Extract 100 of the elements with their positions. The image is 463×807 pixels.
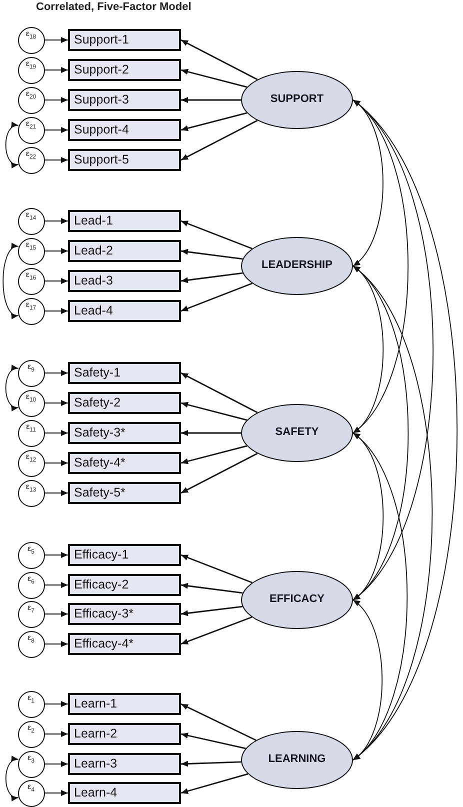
indicator-label: Safety-5* xyxy=(74,486,126,500)
indicator-box xyxy=(68,29,181,51)
double-headed-curved-arrow xyxy=(352,100,458,760)
arrow xyxy=(44,370,68,376)
indicator-box xyxy=(68,693,181,715)
error-circle xyxy=(18,146,44,174)
indicator-box xyxy=(68,59,181,81)
arrow xyxy=(181,97,241,103)
error-term-label: ε$_{1}$ xyxy=(28,694,34,704)
arrow xyxy=(180,703,256,741)
error-circle xyxy=(18,56,44,84)
arrow xyxy=(180,112,248,132)
indicator-label: Lead-2 xyxy=(74,244,113,258)
double-headed-curved-arrow xyxy=(352,432,384,600)
double-headed-curved-arrow xyxy=(352,100,408,434)
indicator-label: Lead-1 xyxy=(74,214,113,228)
arrow xyxy=(44,218,68,224)
error-circle xyxy=(18,630,44,658)
indicator-label: Support-3 xyxy=(74,93,129,107)
arrow xyxy=(180,68,248,88)
indicator-box xyxy=(68,270,181,292)
arrow xyxy=(180,606,243,616)
indicator-label: Support-1 xyxy=(74,33,129,47)
arrow xyxy=(180,39,258,80)
indicator-label: Safety-1 xyxy=(74,366,121,380)
error-circle xyxy=(18,600,44,628)
error-circle xyxy=(18,450,44,476)
error-circle xyxy=(18,390,44,416)
arrow xyxy=(44,582,68,588)
indicator-box xyxy=(68,240,181,262)
arrow xyxy=(44,430,68,436)
arrow xyxy=(180,402,248,421)
arrow xyxy=(44,127,68,133)
arrow xyxy=(180,760,242,767)
indicator-label: Learn-2 xyxy=(74,727,118,741)
latent-factor-ellipse xyxy=(241,404,353,462)
error-term-label: ε$_{19}$ xyxy=(26,60,36,70)
indicator-box xyxy=(68,422,181,444)
double-headed-curved-arrow xyxy=(352,266,409,600)
error-term-label: ε$_{2}$ xyxy=(28,724,34,734)
error-circle xyxy=(18,780,44,806)
indicator-label: Support-2 xyxy=(74,63,129,77)
arrow xyxy=(180,732,246,750)
diagram-title: Correlated, Five-Factor Model xyxy=(36,1,192,14)
error-term-label: ε$_{6}$ xyxy=(28,574,34,586)
arrow xyxy=(44,490,68,496)
indicator-label: Learn-4 xyxy=(74,786,118,800)
indicator-box xyxy=(68,782,181,804)
arrow xyxy=(44,308,68,314)
error-term-label: ε$_{21}$ xyxy=(26,120,36,130)
indicator-box xyxy=(68,753,181,775)
indicator-box xyxy=(68,452,181,474)
indicator-box xyxy=(68,574,181,596)
indicator-box xyxy=(68,210,181,232)
arrow xyxy=(44,400,68,406)
indicator-label: Efficacy-4* xyxy=(74,637,134,651)
double-headed-curved-arrow xyxy=(352,100,384,266)
error-circle xyxy=(18,480,44,506)
indicator-box xyxy=(68,89,181,111)
error-circle xyxy=(18,542,44,568)
error-circle xyxy=(18,208,44,234)
arrow xyxy=(180,248,243,260)
arrow xyxy=(44,790,68,796)
double-headed-curved-arrow xyxy=(5,366,19,410)
indicator-box xyxy=(68,482,181,504)
error-circle xyxy=(18,750,44,778)
indicator-label: Learn-3 xyxy=(74,757,118,771)
indicator-box xyxy=(68,633,181,655)
error-circle xyxy=(18,360,44,386)
error-circle xyxy=(18,86,44,114)
arrow xyxy=(44,97,68,103)
arrow xyxy=(180,220,252,250)
indicator-label: Lead-3 xyxy=(74,274,113,288)
error-term-label: ε$_{22}$ xyxy=(26,150,36,160)
error-term-label: ε$_{5}$ xyxy=(28,544,34,556)
indicator-label: Support-4 xyxy=(74,123,129,137)
arrow xyxy=(44,552,68,558)
double-headed-curved-arrow xyxy=(352,432,408,760)
error-term-label: ε$_{4}$ xyxy=(28,782,34,794)
arrow xyxy=(44,611,68,617)
arrow xyxy=(44,248,68,254)
factor-label: SAFETY xyxy=(275,427,319,439)
arrow xyxy=(44,278,68,284)
arrow xyxy=(180,372,258,414)
double-headed-curved-arrow xyxy=(2,244,19,318)
error-term-label: ε$_{7}$ xyxy=(28,604,34,614)
error-term-label: ε$_{9}$ xyxy=(28,362,34,374)
factor-label: LEADERSHIP xyxy=(262,260,332,272)
arrow xyxy=(180,773,248,794)
factor-label: EFFICACY xyxy=(270,594,324,606)
arrow xyxy=(180,616,252,645)
arrow xyxy=(180,452,258,494)
indicator-label: Efficacy-3* xyxy=(74,607,134,621)
arrow xyxy=(180,445,248,464)
indicator-label: Efficacy-2 xyxy=(74,578,129,592)
arrow xyxy=(44,67,68,73)
error-term-label: ε$_{8}$ xyxy=(28,634,34,644)
arrow xyxy=(181,430,241,436)
double-headed-curved-arrow xyxy=(352,600,383,760)
error-circle xyxy=(18,720,44,748)
